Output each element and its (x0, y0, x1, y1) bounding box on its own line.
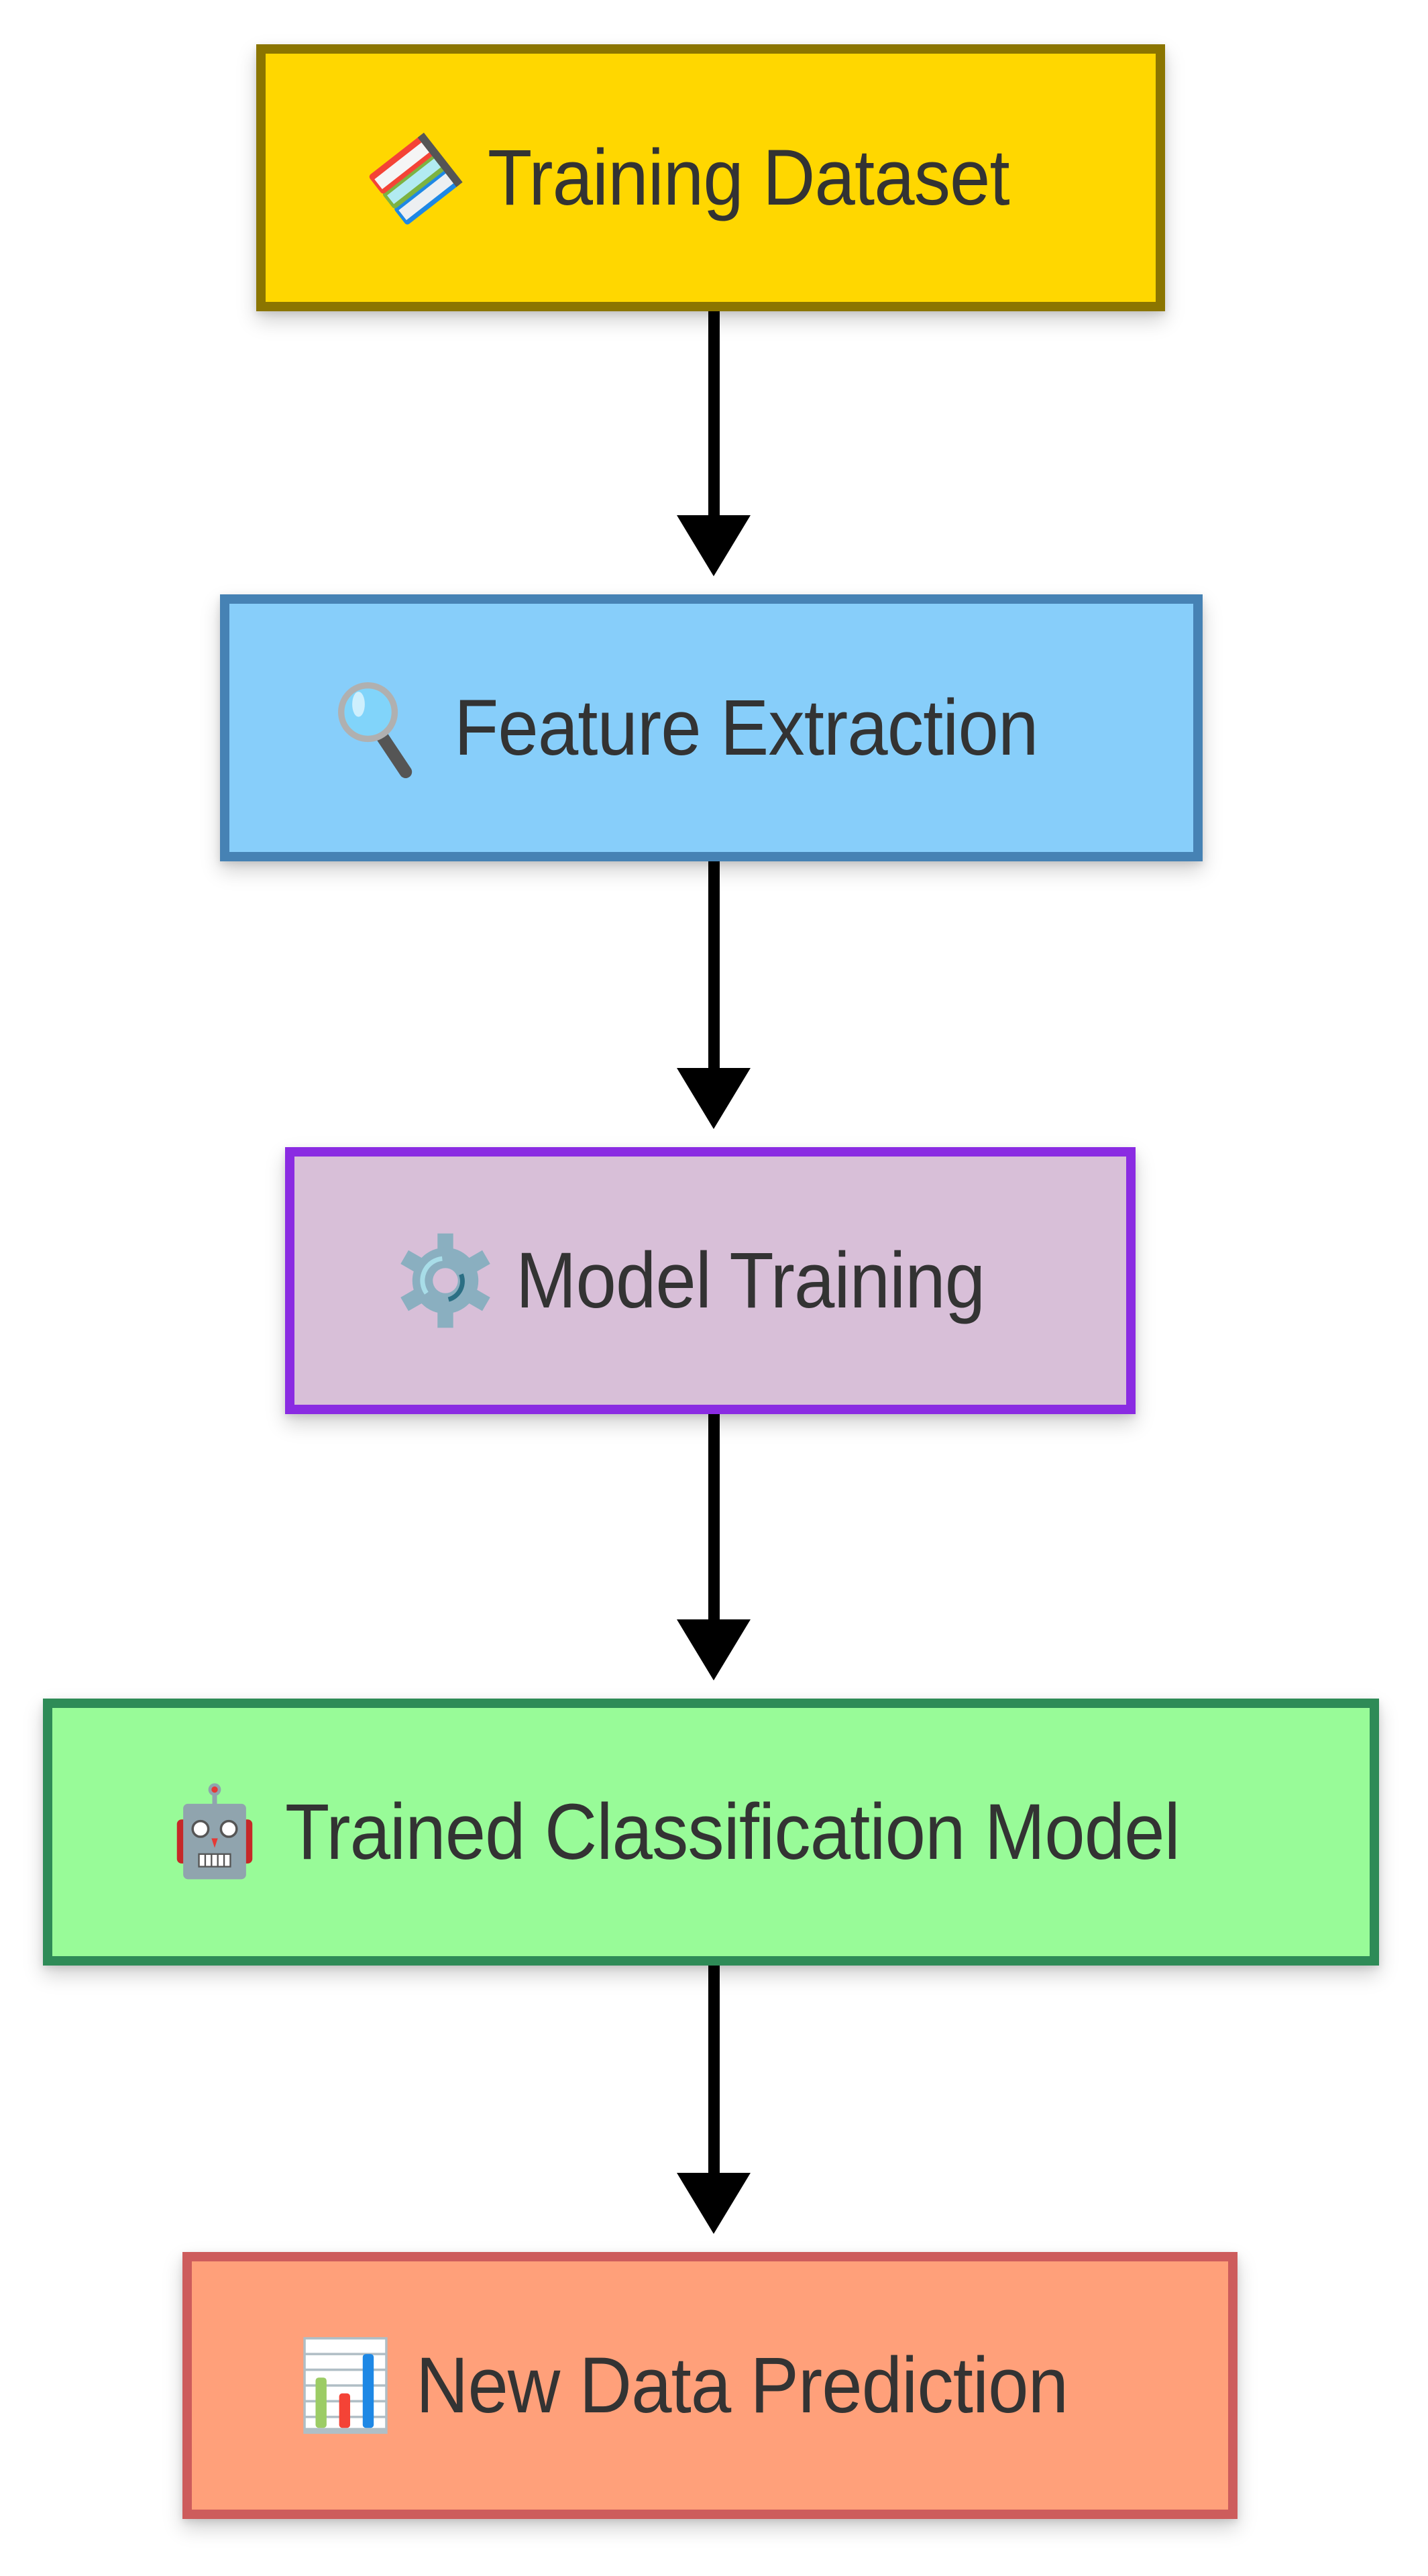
arrow-head (677, 2173, 751, 2234)
edge-arrow (677, 861, 751, 1129)
arrow-shaft (708, 861, 720, 1069)
node-new-data-prediction: New Data Prediction (182, 2252, 1238, 2519)
books-icon (367, 127, 468, 228)
node-trained-classification-model: Trained Classification Model (43, 1699, 1379, 1966)
arrow-shaft (708, 311, 720, 516)
node-label: Feature Extraction (454, 684, 1038, 772)
node-label: New Data Prediction (416, 2341, 1068, 2430)
node-label: Model Training (516, 1236, 985, 1325)
magnifying-glass-icon (333, 678, 434, 778)
edge-arrow (677, 1966, 751, 2234)
node-label: Training Dataset (487, 133, 1010, 222)
edge-arrow (677, 1414, 751, 1680)
node-model-training: Model Training (285, 1147, 1136, 1414)
bar-chart-icon (295, 2335, 396, 2436)
robot-icon (164, 1782, 265, 1882)
node-feature-extraction: Feature Extraction (220, 594, 1203, 861)
arrow-head (677, 515, 751, 576)
edge-arrow (677, 311, 751, 576)
node-label: Trained Classification Model (285, 1788, 1180, 1876)
arrow-shaft (708, 1414, 720, 1620)
arrow-head (677, 1619, 751, 1680)
arrow-head (677, 1068, 751, 1129)
gear-icon (395, 1230, 496, 1331)
node-training-dataset: Training Dataset (256, 44, 1165, 311)
arrow-shaft (708, 1966, 720, 2174)
